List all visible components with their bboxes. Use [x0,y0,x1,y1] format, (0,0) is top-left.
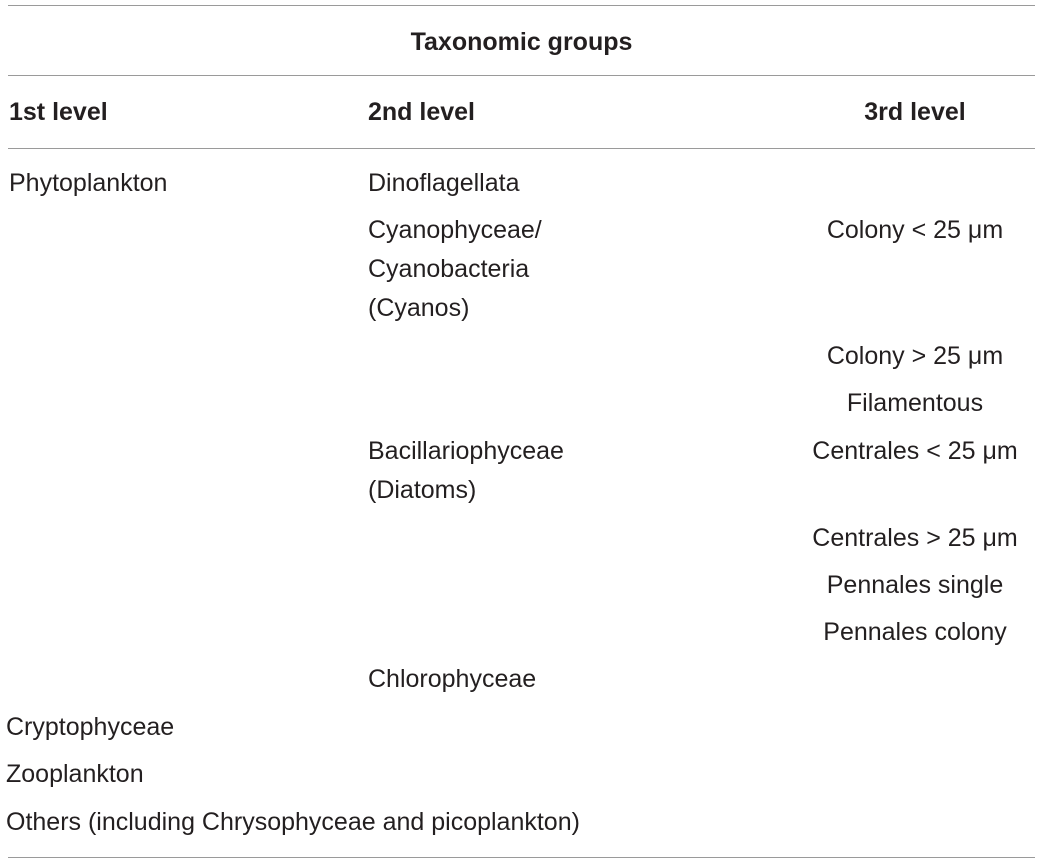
cell-level3-colony-small: Colony < 25 μm [826,216,1004,244]
cell-level1-others: Others (including Chrysophyceae and pico… [6,808,580,836]
cell-level2-cyanophyceae-line3: (Cyanos) [368,294,470,322]
title-rule [8,75,1035,76]
cell-level3-colony-large: Colony > 25 μm [826,342,1004,370]
cell-level1-cryptophyceae: Cryptophyceae [6,713,175,741]
cell-level3-centrales-small: Centrales < 25 μm [812,437,1018,465]
table-title: Taxonomic groups [410,28,633,56]
cell-level3-filamentous: Filamentous [846,389,984,417]
cell-level3-pennales-single: Pennales single [826,571,1004,599]
header-3rd-level: 3rd level [864,98,966,126]
cell-level2-chlorophyceae: Chlorophyceae [368,665,537,693]
cell-level2-cyanophyceae-line2: Cyanobacteria [368,255,530,283]
cell-level1-phytoplankton: Phytoplankton [9,169,168,197]
cell-level1-zooplankton: Zooplankton [6,760,144,788]
header-rule [8,148,1035,149]
cell-level3-centrales-large: Centrales > 25 μm [812,524,1018,552]
table-bottom-rule [8,857,1035,858]
cell-level3-pennales-colony: Pennales colony [823,618,1007,646]
cell-level2-bacillariophyceae-line2: (Diatoms) [368,476,477,504]
cell-level2-bacillariophyceae-line1: Bacillariophyceae [368,437,564,465]
cell-level2-dinoflagellata: Dinoflagellata [368,169,520,197]
header-2nd-level: 2nd level [368,98,475,126]
table-top-rule [8,5,1035,6]
header-1st-level: 1st level [9,98,108,126]
cell-level2-cyanophyceae-line1: Cyanophyceae/ [368,216,542,244]
